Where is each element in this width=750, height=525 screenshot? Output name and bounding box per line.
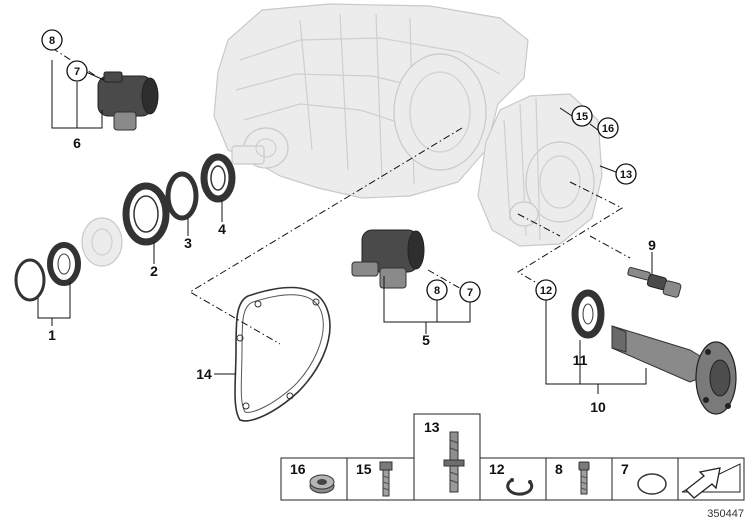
callout-1: 1 [48, 327, 56, 343]
callout-14: 14 [196, 366, 212, 382]
legend-label-8: 8 [555, 461, 563, 477]
speed-sensor-lower [351, 229, 425, 289]
callout-circle-7b [459, 281, 481, 303]
legend-cell-13 [413, 413, 481, 501]
flange-ghost [81, 217, 123, 267]
legend-label-13: 13 [424, 419, 440, 435]
callout-8b: 8 [434, 285, 440, 297]
callout-7b: 7 [467, 287, 473, 299]
rear-differential-housing-ghost [213, 3, 529, 199]
callout-4: 4 [218, 221, 226, 237]
direction-arrow-icon [681, 463, 741, 499]
circlip-icon [506, 478, 534, 496]
cover-gasket [234, 286, 331, 422]
hex-bolt-icon [379, 461, 393, 497]
shims-and-rings [122, 153, 236, 246]
callout-15: 15 [576, 111, 588, 123]
temperature-sensor [627, 266, 682, 298]
callout-8a: 8 [49, 35, 55, 47]
legend-label-15: 15 [356, 461, 372, 477]
callout-3: 3 [184, 235, 192, 251]
hardware-legend: 13 16 15 12 8 [280, 413, 745, 501]
callouts: 8 7 8 7 12 15 16 13 6 1 2 3 4 5 9 11 10 … [41, 29, 656, 415]
callout-2: 2 [150, 263, 158, 279]
callout-5: 5 [422, 332, 430, 348]
callout-7a: 7 [74, 66, 80, 78]
output-shaft [611, 325, 737, 415]
callout-10: 10 [590, 399, 606, 415]
differential-cover-ghost [477, 93, 603, 247]
callout-circle-16 [597, 117, 619, 139]
callout-13: 13 [620, 169, 632, 181]
callout-circle-8b [426, 279, 448, 301]
shaft-seal-set [14, 242, 81, 302]
o-ring-icon [637, 473, 667, 495]
callout-circle-12 [535, 279, 557, 301]
legend-label-7: 7 [621, 461, 629, 477]
stud-bolt-icon [443, 431, 465, 493]
nut-icon [309, 474, 335, 494]
speed-sensor-upper [97, 71, 159, 131]
socket-screw-icon [578, 461, 590, 495]
callout-circle-15 [571, 105, 593, 127]
callout-circle-8a [41, 29, 63, 51]
callout-6: 6 [73, 135, 81, 151]
callout-9: 9 [648, 237, 656, 253]
reference-number: 350447 [707, 508, 744, 520]
callout-circle-7a [66, 60, 88, 82]
callout-circle-13 [615, 163, 637, 185]
callout-12: 12 [540, 285, 552, 297]
legend-label-16: 16 [290, 461, 306, 477]
leader-lines [37, 60, 653, 394]
radial-shaft-seal [571, 289, 605, 339]
legend-cell-15 [346, 457, 415, 501]
callout-11: 11 [573, 352, 588, 368]
legend-label-12: 12 [489, 461, 505, 477]
callout-16: 16 [602, 123, 614, 135]
